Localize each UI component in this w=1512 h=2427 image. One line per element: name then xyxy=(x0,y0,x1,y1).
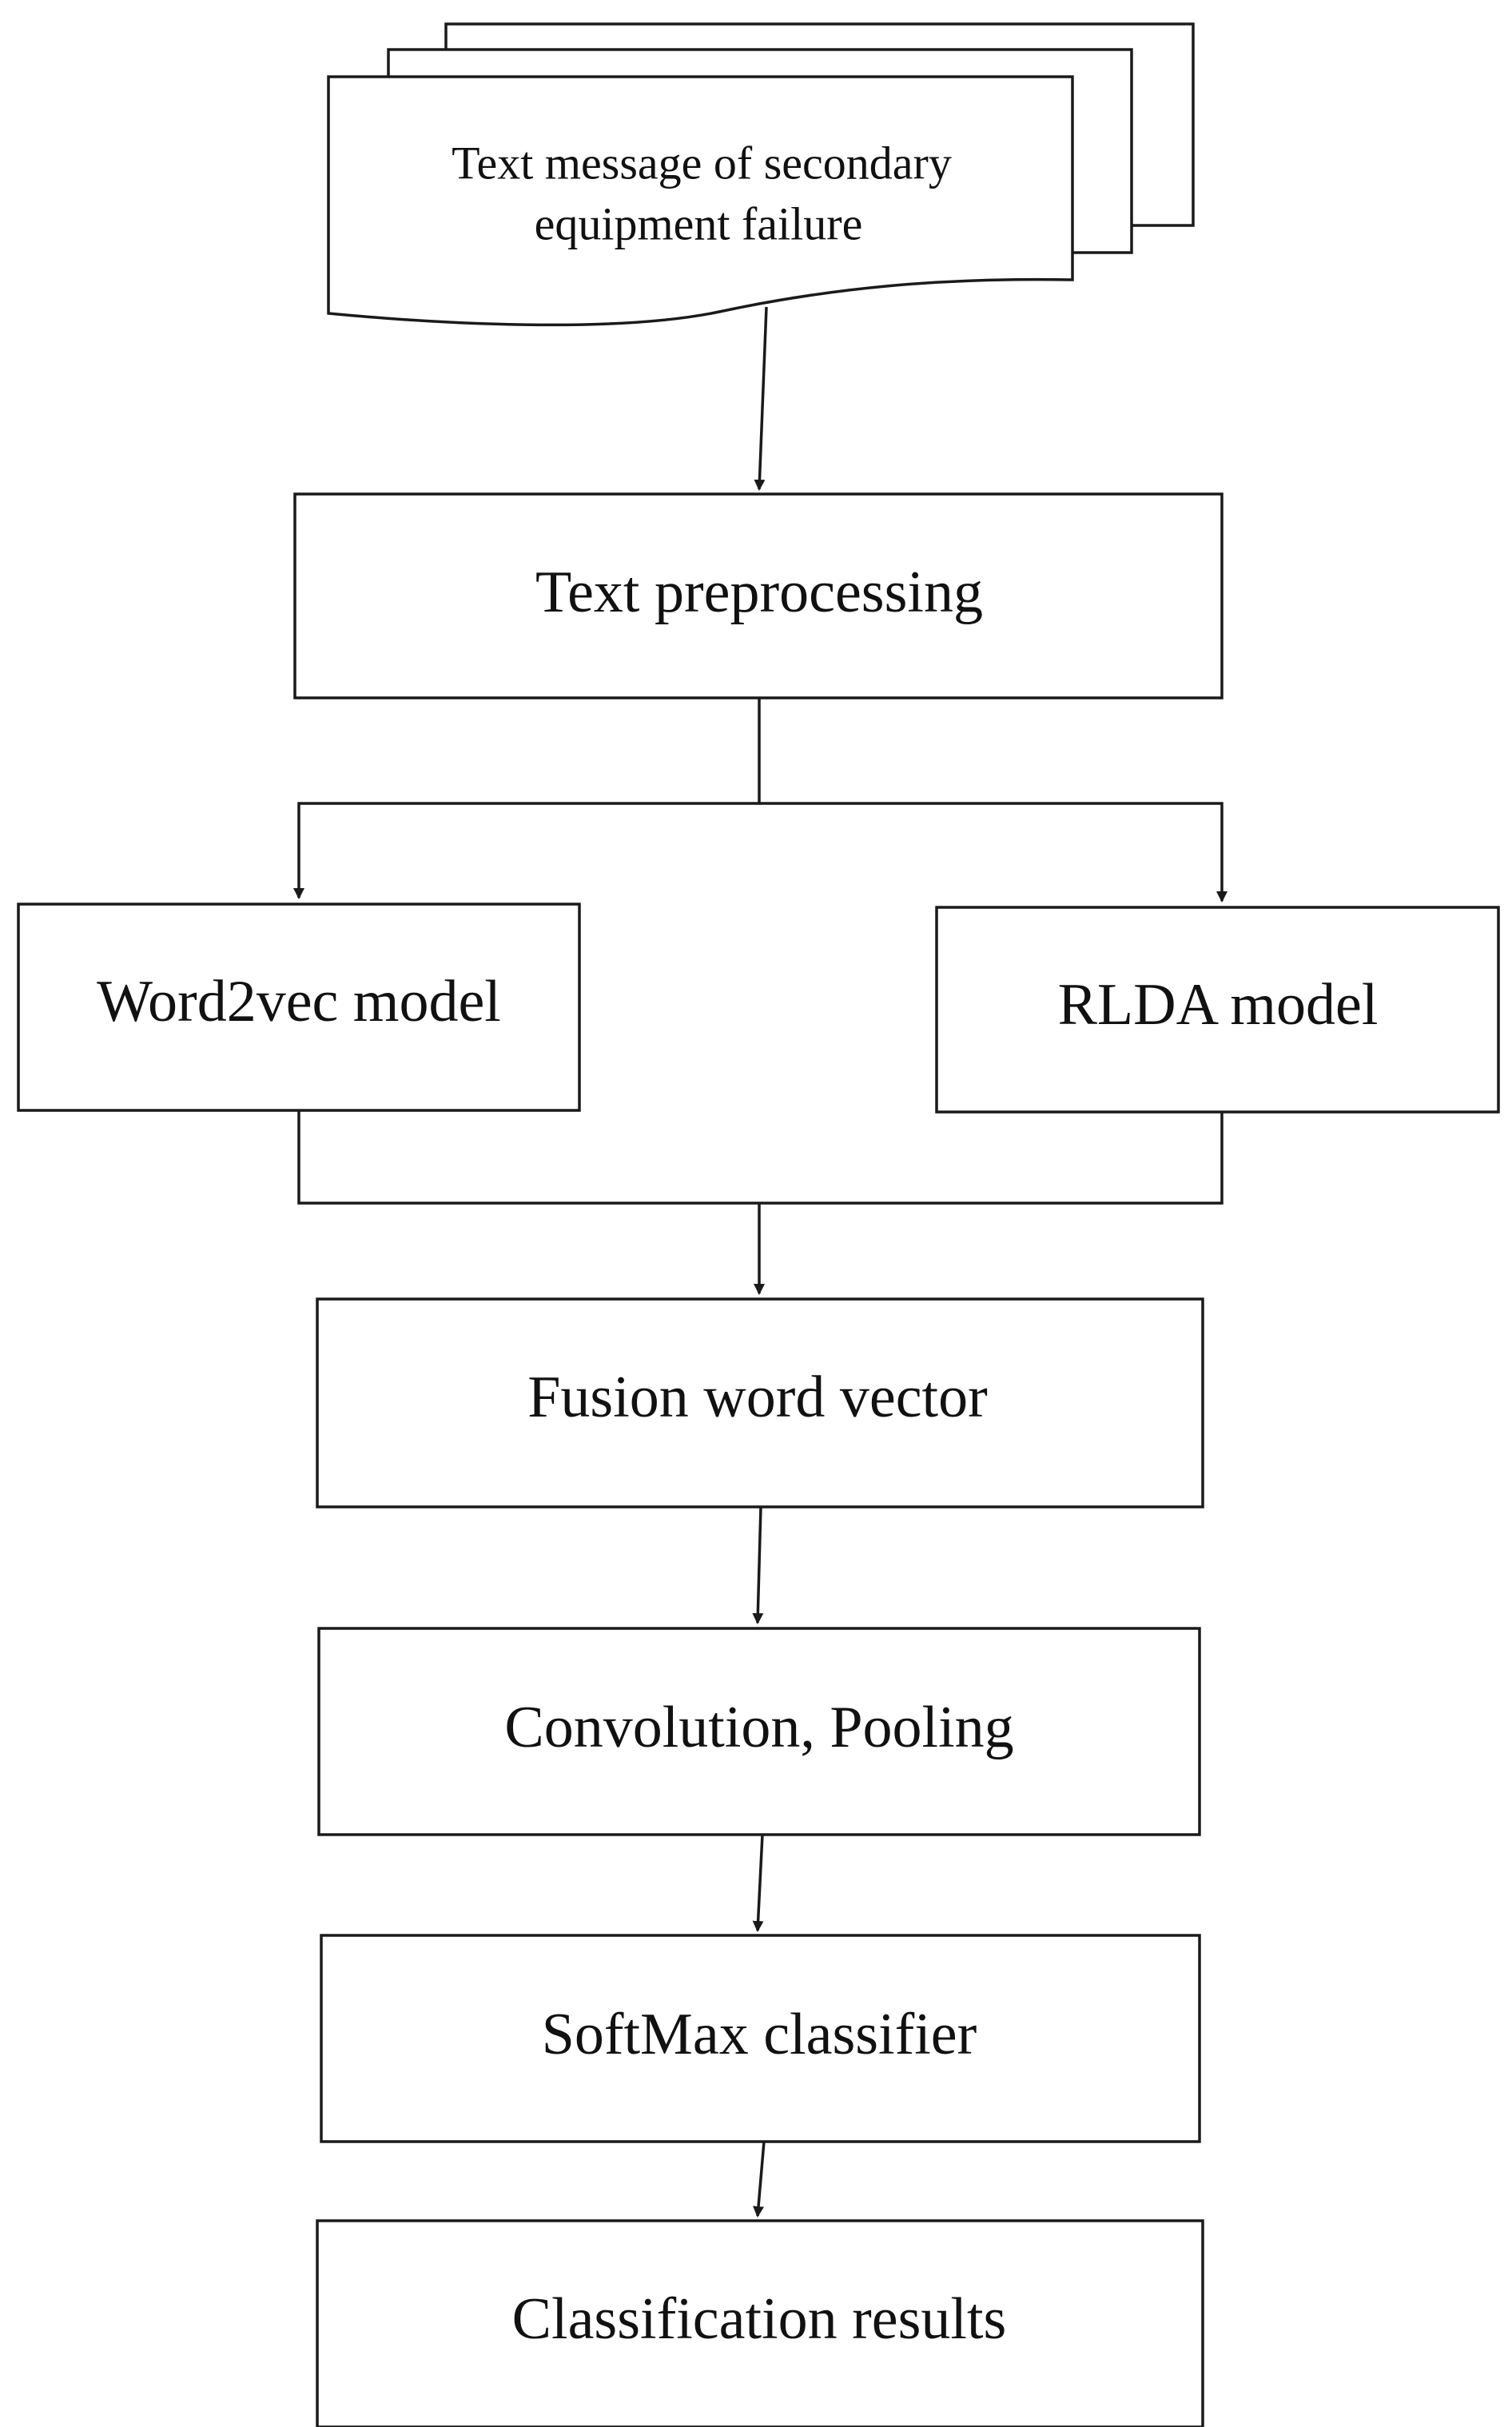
document-stack-node: Text message of secondary equipment fail… xyxy=(327,22,1195,327)
preprocessing-box xyxy=(293,492,1224,699)
edge-convolution-to-softmax xyxy=(752,1834,764,1932)
convolution-box xyxy=(317,1627,1201,1836)
edge-fusion-to-convolution xyxy=(752,1506,764,1624)
fusion-box xyxy=(316,1297,1204,1508)
node-rlda-model: RLDA model xyxy=(935,906,1500,1114)
document-label-line2: equipment failure xyxy=(535,197,863,249)
word2vec-label: Word2vec model xyxy=(97,969,501,1034)
node-text-preprocessing: Text preprocessing xyxy=(293,492,1224,699)
rlda-box xyxy=(935,906,1500,1114)
node-softmax-classifier: SoftMax classifier xyxy=(320,1934,1201,2143)
edge-document-to-preprocessing xyxy=(754,306,768,491)
edge-preprocessing-to-rlda xyxy=(759,802,1228,903)
node-convolution-pooling: Convolution, Pooling xyxy=(317,1627,1201,1836)
edge-models-merge xyxy=(297,1110,1224,1205)
document-label-line1: Text message of secondary xyxy=(452,137,952,189)
results-box xyxy=(316,2219,1204,2427)
softmax-box xyxy=(320,1934,1201,2143)
node-classification-results: Classification results xyxy=(316,2219,1204,2427)
softmax-label: SoftMax classifier xyxy=(542,2002,977,2067)
results-label: Classification results xyxy=(512,2286,1007,2352)
document-page-front xyxy=(327,75,1074,327)
rlda-label: RLDA model xyxy=(1058,972,1379,1038)
node-fusion-word-vector: Fusion word vector xyxy=(316,1297,1204,1508)
preprocessing-label: Text preprocessing xyxy=(535,560,983,625)
fusion-label: Fusion word vector xyxy=(527,1365,988,1430)
node-word2vec-model: Word2vec model xyxy=(17,903,581,1112)
edge-softmax-to-results xyxy=(753,2141,766,2218)
convolution-label: Convolution, Pooling xyxy=(504,1695,1013,1760)
word2vec-box xyxy=(17,903,581,1112)
edge-preprocessing-split xyxy=(293,698,761,899)
